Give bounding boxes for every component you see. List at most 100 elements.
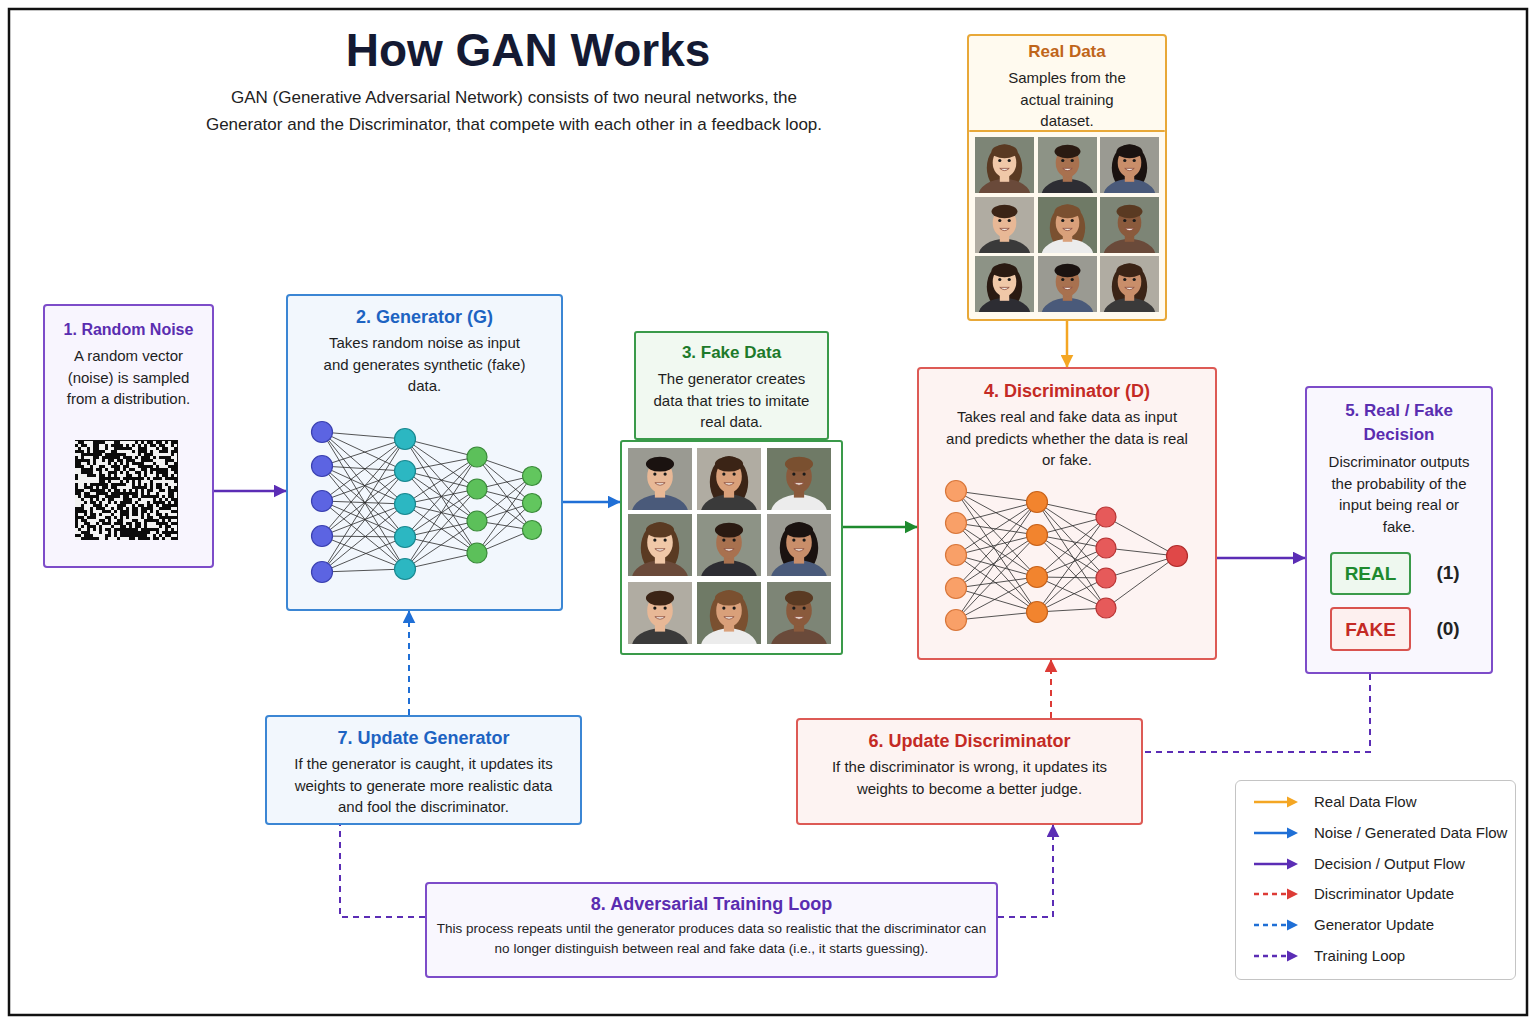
network-weight xyxy=(405,439,477,521)
network-neuron xyxy=(1096,598,1116,618)
drawing-part xyxy=(628,514,692,576)
face-thumbnail xyxy=(628,514,692,576)
noise-pixel xyxy=(126,519,129,522)
network-weight xyxy=(956,502,1037,588)
noise-pixel xyxy=(114,504,117,507)
noise-pixel xyxy=(150,531,153,534)
noise-pixel xyxy=(129,513,132,516)
noise-pixel xyxy=(120,474,123,477)
noise-pixel xyxy=(165,495,168,498)
noise-pixel xyxy=(111,489,114,492)
noise-pixel xyxy=(111,480,114,483)
face-thumbnail xyxy=(697,582,761,644)
noise-pixel xyxy=(78,504,81,507)
network-weight xyxy=(1037,608,1106,612)
noise-pixel xyxy=(81,501,84,504)
process-box: Real DataSamples from the actual trainin… xyxy=(967,34,1167,321)
noise-pixel xyxy=(120,498,123,501)
drawing-part xyxy=(722,606,725,609)
noise-pixel xyxy=(96,471,99,474)
text-stack: 7. Update GeneratorIf the generator is c… xyxy=(267,717,580,818)
noise-pixel xyxy=(144,492,147,495)
noise-pixel xyxy=(81,528,84,531)
noise-pixel xyxy=(159,519,162,522)
network-weight xyxy=(1037,517,1106,612)
network-weight xyxy=(1106,556,1177,608)
noise-pixel xyxy=(153,483,156,486)
text-stack: 2. Generator (G)Takes random noise as in… xyxy=(288,296,561,397)
noise-pixel xyxy=(84,462,87,465)
network-weight xyxy=(322,504,405,572)
network-weight xyxy=(477,489,532,503)
noise-pixel xyxy=(168,522,171,525)
text-stack: 5. Real / Fake DecisionDiscriminator out… xyxy=(1307,388,1491,537)
noise-pixel xyxy=(162,441,165,444)
noise-pixel xyxy=(144,489,147,492)
noise-pixel xyxy=(117,474,120,477)
noise-pixel xyxy=(162,486,165,489)
drawing-part xyxy=(1042,179,1094,193)
noise-pixel xyxy=(156,456,159,459)
legend-line xyxy=(1254,862,1288,865)
legend-text: Generator Update xyxy=(1314,915,1434,935)
network-weight xyxy=(956,491,1037,502)
noise-pixel xyxy=(159,531,162,534)
noise-pixel xyxy=(153,531,156,534)
noise-pixel xyxy=(84,504,87,507)
noise-pixel xyxy=(129,444,132,447)
drawing-part xyxy=(641,522,679,574)
noise-pixel xyxy=(141,483,144,486)
network-weight xyxy=(956,491,1037,535)
noise-pixel xyxy=(159,480,162,483)
drawing-part xyxy=(767,448,831,510)
drawing-part xyxy=(998,159,1001,162)
noise-pixel xyxy=(84,456,87,459)
network-weight xyxy=(322,432,405,471)
node-body: Takes real and fake data as input and pr… xyxy=(945,406,1190,471)
noise-pixel xyxy=(81,534,84,537)
noise-pixel xyxy=(111,447,114,450)
noise-pixel xyxy=(162,459,165,462)
noise-pixel xyxy=(171,513,174,516)
noise-pixel xyxy=(171,480,174,483)
drawing-part xyxy=(792,538,795,541)
noise-pixel xyxy=(135,516,138,519)
noise-pixel xyxy=(117,510,120,513)
network-weight xyxy=(405,521,477,537)
noise-pixel xyxy=(135,465,138,468)
drawing-part xyxy=(724,552,734,563)
drawing-part xyxy=(979,239,1031,253)
noise-pixel xyxy=(156,516,159,519)
noise-pixel xyxy=(81,486,84,489)
noise-pixel xyxy=(108,525,111,528)
noise-pixel xyxy=(138,510,141,513)
network-weight xyxy=(405,537,477,553)
drawing-part xyxy=(653,538,656,541)
noise-pixel xyxy=(87,498,90,501)
noise-pixel xyxy=(153,471,156,474)
noise-pixel xyxy=(75,480,78,483)
drawing-part xyxy=(975,256,1034,312)
network-weight xyxy=(477,457,532,503)
network-weight xyxy=(956,535,1037,555)
flow-arrow xyxy=(998,825,1053,917)
drawing-part xyxy=(697,582,761,644)
noise-pixel xyxy=(153,492,156,495)
noise-pixel xyxy=(129,465,132,468)
noise-pixel xyxy=(108,504,111,507)
noise-pixel xyxy=(141,501,144,504)
noise-pixel xyxy=(102,453,105,456)
flow-arrow xyxy=(1217,557,1305,560)
noise-pixel xyxy=(144,498,147,501)
legend-entry: Noise / Generated Data Flow xyxy=(1236,823,1515,843)
noise-pixel xyxy=(102,537,105,540)
noise-pixel xyxy=(135,447,138,450)
noise-pixel xyxy=(156,534,159,537)
noise-pixel xyxy=(150,501,153,504)
drawing-part xyxy=(1008,219,1011,222)
drawing-part xyxy=(786,460,812,492)
noise-pixel xyxy=(132,453,135,456)
noise-pixel xyxy=(120,477,123,480)
noise-pixel xyxy=(165,489,168,492)
noise-pixel xyxy=(165,492,168,495)
